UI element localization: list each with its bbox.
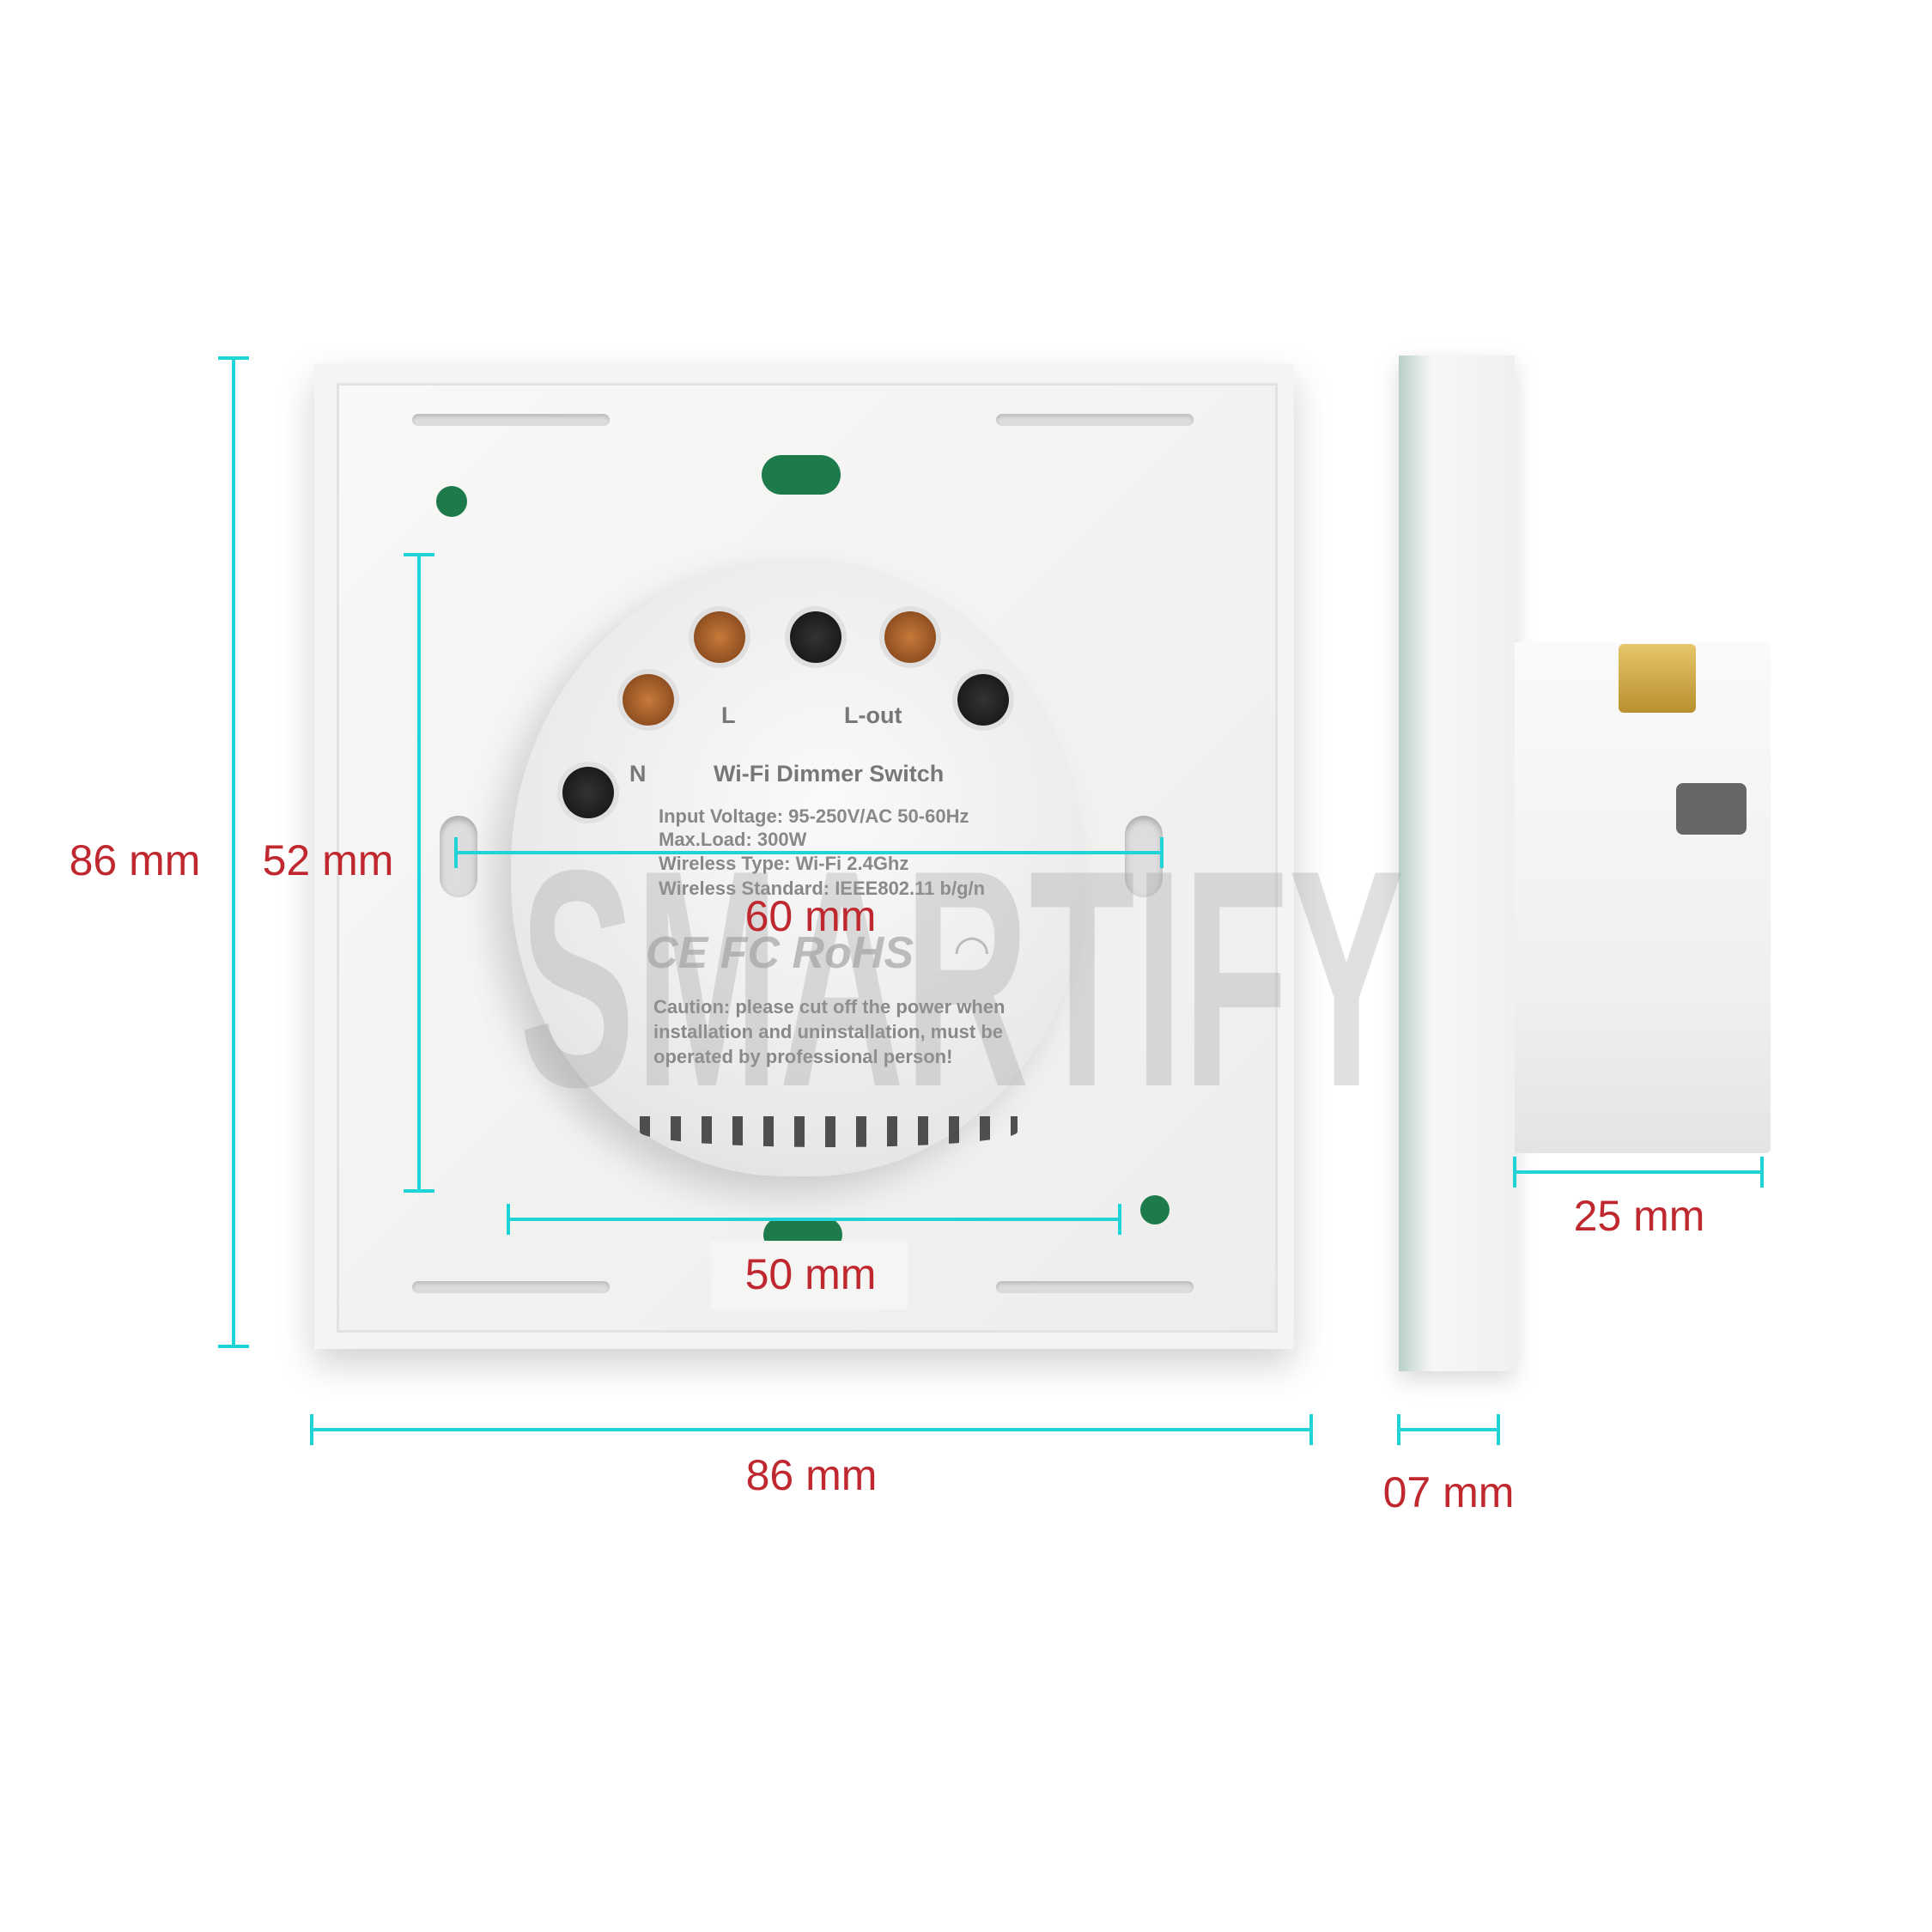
dim-tick	[218, 1345, 249, 1348]
terminal-screw	[957, 674, 1009, 726]
spec-line: Wireless Standard: IEEE802.11 b/g/n	[659, 878, 986, 899]
spec-line: Max.Load: 300W	[659, 829, 807, 850]
caution-line: operated by professional person!	[653, 1046, 953, 1067]
dimmer-module	[511, 558, 1084, 1176]
dim-line-plate-thickness	[1399, 1428, 1498, 1431]
mounting-slot	[996, 1281, 1194, 1293]
side-button	[1676, 783, 1747, 835]
dim-tick	[1397, 1414, 1400, 1445]
dim-tick	[404, 1189, 434, 1193]
dim-tick	[507, 1204, 510, 1235]
dim-label-hole-spacing: 60 mm	[744, 892, 877, 940]
dim-label-module-height: 52 mm	[262, 836, 394, 884]
green-dot	[436, 486, 467, 517]
dim-tick	[1497, 1414, 1500, 1445]
dim-tick	[218, 356, 249, 360]
dim-line-front-width	[312, 1428, 1311, 1431]
terminal-screw	[790, 611, 841, 663]
mounting-slot	[412, 414, 610, 426]
dim-label-module-depth: 25 mm	[1573, 1192, 1705, 1240]
dim-line-module-width	[508, 1218, 1120, 1221]
dim-tick	[310, 1414, 313, 1445]
terminal-screw-n	[562, 767, 614, 818]
dim-tick	[1309, 1414, 1313, 1445]
dim-label-module-width: 50 mm	[744, 1250, 877, 1298]
mounting-slot	[996, 414, 1194, 426]
dim-label-front-height: 86 mm	[69, 836, 201, 884]
terminal-label-l: L	[721, 702, 736, 728]
mounting-slot	[412, 1281, 610, 1293]
device-title: Wi-Fi Dimmer Switch	[714, 761, 945, 787]
dim-label-front-width: 86 mm	[745, 1451, 878, 1499]
dim-line-module-depth	[1515, 1170, 1762, 1174]
green-dot	[1140, 1195, 1170, 1224]
dim-line-front-height	[232, 358, 235, 1346]
terminal-brass	[1619, 644, 1696, 713]
dim-tick	[1760, 1157, 1764, 1188]
switch-side-plate	[1399, 355, 1515, 1371]
module-side-body	[1515, 642, 1771, 1153]
dim-line-module-height	[417, 555, 421, 1191]
screw-hole-right	[1125, 816, 1163, 897]
green-clip	[762, 455, 841, 495]
terminal-screw	[694, 611, 745, 663]
label-backdrop	[711, 1241, 908, 1309]
terminal-label-lout: L-out	[844, 702, 902, 728]
spec-line: Wireless Type: Wi-Fi 2.4Ghz	[659, 853, 909, 874]
caution-line: installation and uninstallation, must be	[653, 1021, 1004, 1042]
dim-tick	[454, 837, 458, 868]
dim-tick	[404, 553, 434, 556]
caution-line: Caution: please cut off the power when	[653, 996, 1005, 1018]
dim-tick	[1160, 837, 1163, 868]
terminal-screw	[623, 674, 674, 726]
certification-marks: CE FC RoHS	[646, 928, 914, 978]
wifi-icon: ◠	[953, 927, 991, 975]
terminal-screw	[884, 611, 936, 663]
spec-line: Input Voltage: 95-250V/AC 50-60Hz	[659, 805, 969, 827]
dim-tick	[1118, 1204, 1121, 1235]
dim-tick	[1513, 1157, 1516, 1188]
vent-slots	[640, 1116, 1018, 1147]
dim-line-hole-spacing	[456, 851, 1162, 854]
screw-hole-left	[440, 816, 477, 897]
terminal-label-n: N	[629, 761, 647, 787]
dim-label-plate-thickness: 07 mm	[1382, 1468, 1515, 1516]
